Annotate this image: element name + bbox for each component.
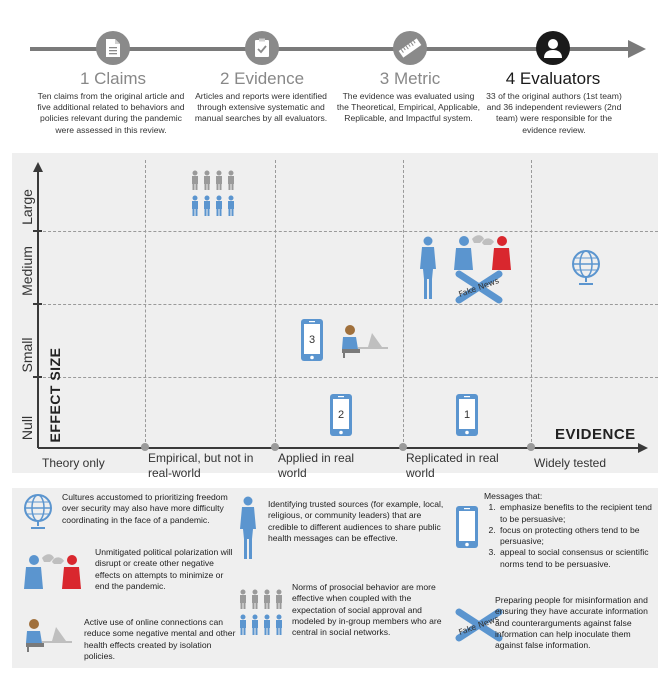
process-arrow-line — [30, 47, 630, 51]
step-2-desc: Articles and reports were identified thr… — [194, 91, 328, 124]
x-axis-arrow — [638, 443, 648, 453]
grid-line — [403, 160, 404, 447]
x-label-replicated: Replicated in real world — [406, 451, 499, 480]
y-label-null: Null — [19, 415, 35, 441]
step-1-desc: Ten claims from the original article and… — [37, 91, 185, 135]
y-tick — [33, 303, 42, 305]
y-axis — [37, 170, 39, 448]
ruler-icon — [393, 31, 427, 65]
people-group-icon — [240, 589, 282, 635]
legend-panel — [12, 488, 658, 668]
legend-messages-item: focus on protecting others tend to be pe… — [498, 525, 654, 548]
phone-number: 3 — [308, 334, 316, 346]
legend-globe-text: Cultures accustomed to prioritizing free… — [62, 492, 228, 525]
x-axis — [38, 447, 640, 449]
phone-number: 1 — [463, 409, 471, 421]
computer-user-icon — [26, 619, 72, 652]
legend-trusted-text: Identifying trusted sources (for example… — [268, 499, 444, 543]
grid-line — [38, 231, 658, 232]
step-3-title: 3 Metric — [379, 69, 441, 88]
step-1-title: 1 Claims — [79, 69, 147, 88]
document-icon — [96, 31, 130, 65]
phone-number: 2 — [337, 409, 345, 421]
legend-online-text: Active use of online connections can red… — [84, 617, 236, 661]
phone-icon: 2 — [329, 393, 353, 437]
polarization-icon — [24, 554, 81, 589]
grid-line — [145, 160, 146, 447]
step-4-title: 4 Evaluators — [505, 69, 601, 88]
x-label-widely-tested: Widely tested — [534, 456, 607, 470]
step-4-desc: 33 of the original authors (1st team) an… — [486, 91, 622, 135]
y-label-large: Large — [19, 189, 35, 225]
grid-line — [531, 160, 532, 447]
woman-icon — [420, 236, 436, 299]
y-label-small: Small — [19, 337, 35, 373]
legend-messages-item: appeal to social consensus or scientific… — [498, 547, 654, 570]
globe-icon — [572, 250, 600, 285]
computer-user-icon — [342, 325, 388, 358]
checklist-icon — [245, 31, 279, 65]
legend-messages-item: emphasize benefits to the recipient tend… — [498, 502, 654, 525]
phone-icon: 3 — [300, 318, 324, 362]
grid-line — [38, 304, 658, 305]
globe-icon — [24, 494, 52, 529]
x-label-theory: Theory only — [42, 456, 105, 470]
legend-misinfo-text: Preparing people for misinformation and … — [495, 595, 648, 651]
fake-news-icon: Fake News — [455, 608, 503, 642]
fake-news-icon: Fake News — [455, 270, 503, 304]
y-axis-arrow — [33, 162, 43, 172]
people-group-icon — [192, 170, 234, 216]
legend-messages-intro: Messages that: — [484, 491, 543, 501]
woman-icon — [240, 496, 256, 559]
x-tick — [271, 443, 279, 451]
grid-line — [275, 160, 276, 447]
legend-polarization-text: Unmitigated political polarization will … — [95, 547, 233, 591]
step-2-title: 2 Evidence — [219, 69, 305, 88]
process-arrow-head — [628, 40, 646, 58]
phone-icon — [455, 505, 479, 549]
x-tick — [527, 443, 535, 451]
grid-line — [38, 377, 658, 378]
x-tick — [141, 443, 149, 451]
x-tick — [399, 443, 407, 451]
polarization-icon — [454, 235, 511, 270]
phone-icon: 1 — [455, 393, 479, 437]
y-tick — [33, 230, 42, 232]
y-tick — [33, 376, 42, 378]
legend-messages: Messages that: emphasize benefits to the… — [484, 491, 654, 570]
person-icon — [536, 31, 570, 65]
step-3-desc: The evidence was evaluated using the The… — [336, 91, 481, 124]
legend-norms-text: Norms of prosocial behavior are more eff… — [292, 582, 442, 638]
x-label-applied: Applied in real world — [278, 451, 355, 480]
x-label-empirical: Empirical, but not in real-world — [148, 451, 254, 480]
y-axis-title: EFFECT SIZE — [47, 347, 63, 443]
x-axis-title: EVIDENCE — [555, 426, 636, 443]
